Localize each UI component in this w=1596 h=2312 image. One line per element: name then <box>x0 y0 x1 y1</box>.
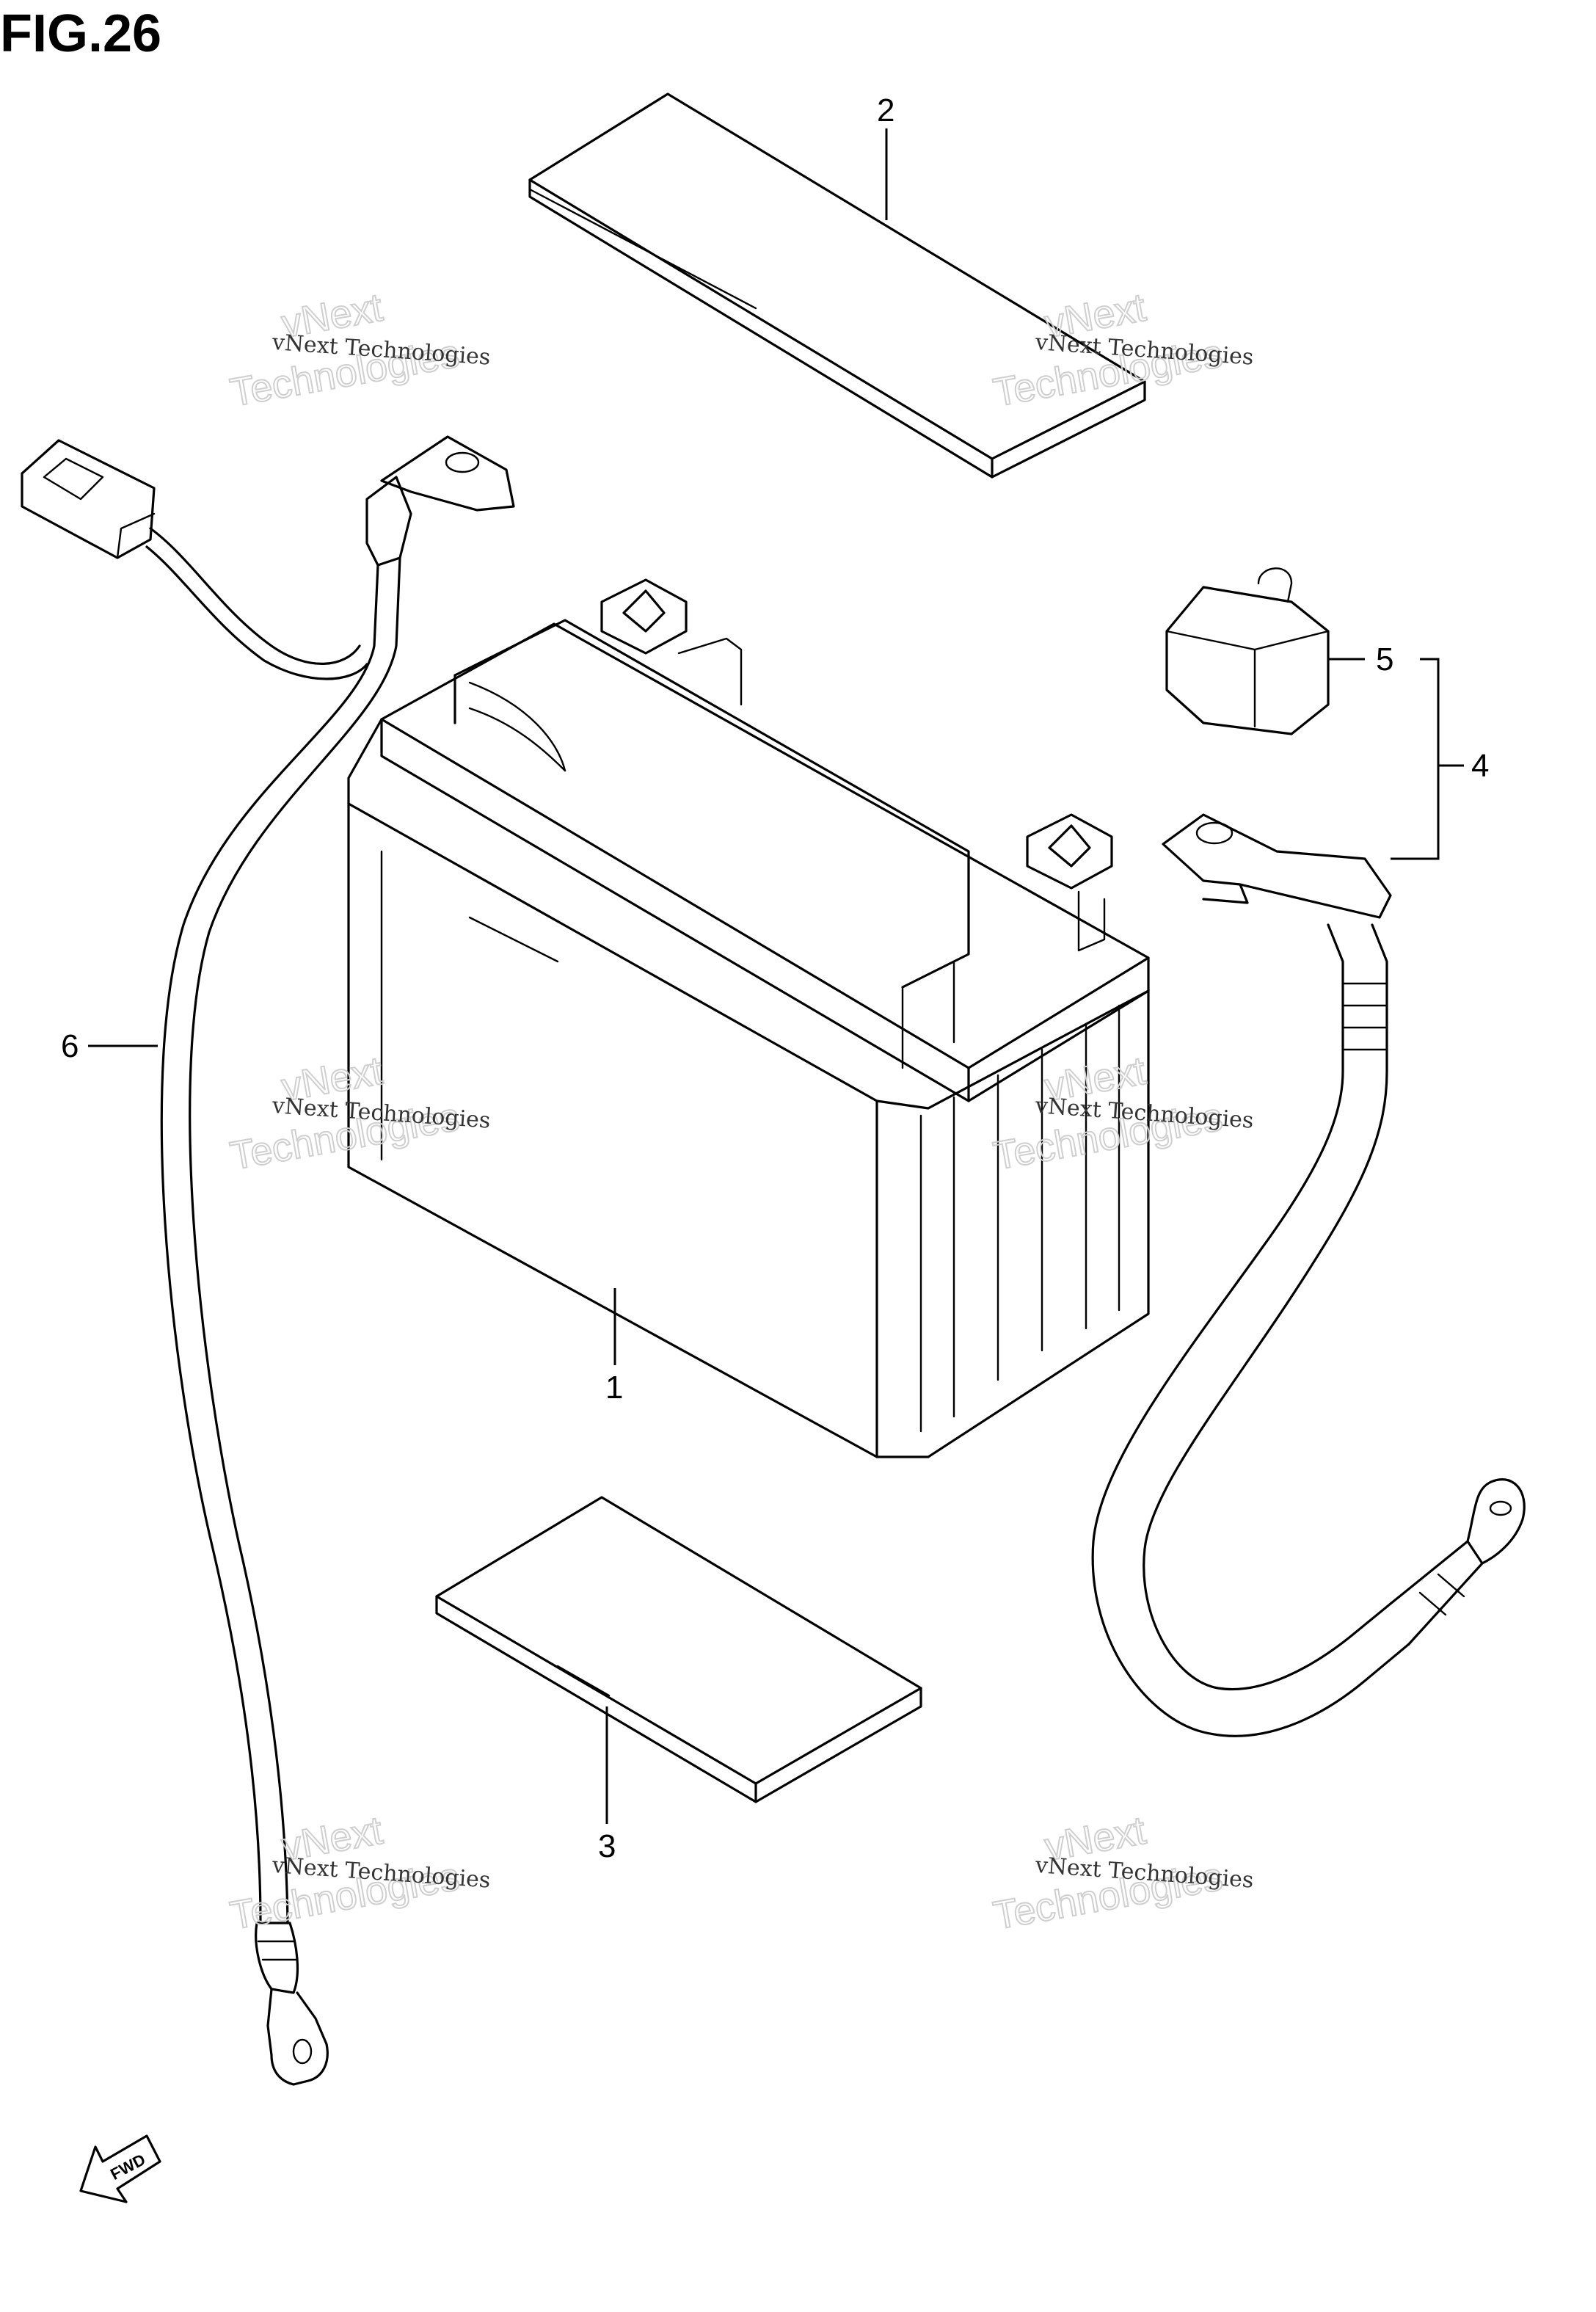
part-2-pad <box>528 92 1146 479</box>
callout-labels: 2 5 4 6 1 3 <box>61 92 1489 1864</box>
callout-5: 5 <box>1376 641 1393 677</box>
fwd-arrow-icon: FWD <box>79 2134 161 2203</box>
callout-3: 3 <box>598 1828 616 1864</box>
callout-4: 4 <box>1471 748 1489 784</box>
part-4-positive-cable <box>1091 813 1526 1737</box>
part-3-pad <box>435 1496 922 1803</box>
figure-title: FIG.26 <box>0 4 161 63</box>
callout-6: 6 <box>61 1028 79 1064</box>
part-5-terminal-cover <box>1165 567 1330 735</box>
leader-lines <box>88 128 1464 1824</box>
part-1-battery <box>347 578 1150 1458</box>
callout-2: 2 <box>877 92 894 128</box>
watermark-group: vNext Technologies vNext Technologies vN… <box>226 285 1254 1939</box>
callout-1: 1 <box>605 1370 623 1406</box>
part-6-negative-cable <box>21 435 515 2086</box>
